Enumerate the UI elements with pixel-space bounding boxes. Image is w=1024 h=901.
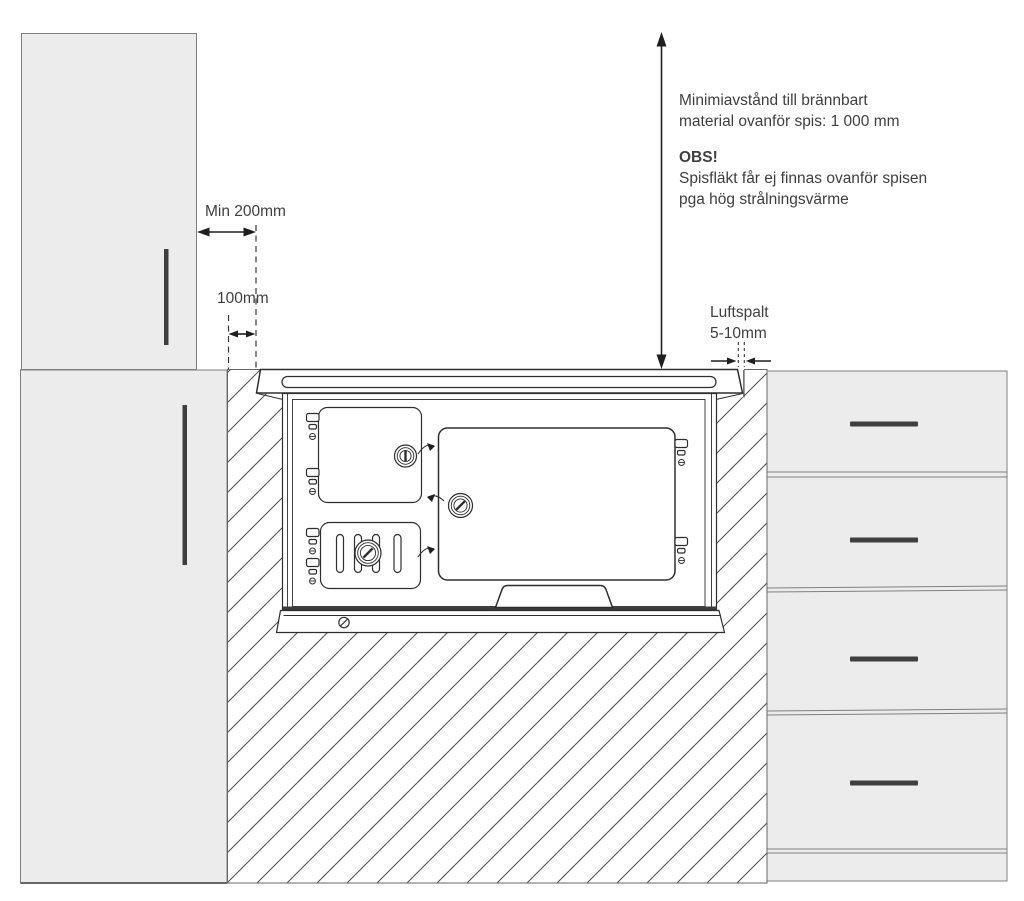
wood-stove [255, 368, 744, 634]
stove-bottom-rail [283, 606, 717, 611]
note-line: material ovanför spis: 1 000 mm [679, 113, 900, 130]
firebox-latch-knob [393, 444, 418, 468]
note-obs: OBS! Spisfläkt får ej finnas ovanför spi… [679, 147, 927, 210]
drawer-handle-3 [850, 656, 918, 662]
note-line: Luftspalt [710, 304, 769, 321]
top-plate-groove [281, 375, 717, 389]
label-air-gap: Luftspalt 5-10mm [710, 302, 769, 344]
arrow-min-1000mm [656, 32, 667, 369]
ash-door-hinges [305, 527, 320, 585]
drawer-separators [766, 471, 1008, 854]
base-cabinet-handle [182, 405, 187, 565]
drawer-handle-2 [850, 537, 918, 543]
drawer-unit [766, 370, 1008, 882]
ash-damper-knob [354, 539, 382, 567]
ash-door [305, 521, 435, 590]
note-line: Spisfläkt får ej finnas ovanför spisen [679, 170, 928, 187]
upper-cabinet-door [21, 33, 197, 370]
oven-door-handle [494, 584, 614, 609]
drawer-handle-1 [850, 421, 918, 427]
obs-title: OBS! [679, 149, 718, 166]
firebox-door-hinges [305, 412, 320, 495]
arrow-air-gap [711, 342, 771, 367]
label-min-200mm: Min 200mm [205, 203, 286, 220]
arrow-100mm [228, 330, 256, 338]
label-100mm: 100mm [217, 290, 269, 307]
base-cabinet-door [20, 369, 228, 884]
oven-latch-knob [447, 492, 474, 519]
upper-wall-cabinet [21, 33, 197, 370]
plinth-screw [338, 616, 350, 629]
drawer-handle-4 [850, 780, 918, 786]
note-line: 5-10mm [710, 325, 767, 342]
left-base-cabinet [20, 369, 228, 884]
oven-latch-hook [427, 494, 445, 502]
note-min-distance: Minimiavstånd till brännbart material ov… [679, 90, 900, 132]
note-line: Minimiavstånd till brännbart [679, 92, 868, 109]
oven-door-hinges [674, 438, 689, 564]
note-line: pga hög strålningsvärme [679, 191, 849, 208]
firebox-latch-hook [417, 443, 435, 455]
firebox-door [305, 406, 435, 504]
upper-cabinet-handle [164, 249, 169, 345]
dimension-annotations [197, 32, 771, 369]
drawer-unit-body [766, 370, 1008, 882]
arrow-min-200mm [197, 227, 256, 237]
stove-plinth [275, 609, 726, 634]
oven-door [427, 427, 689, 581]
ash-latch-hook [417, 546, 435, 558]
stove-top-plate [255, 368, 744, 394]
